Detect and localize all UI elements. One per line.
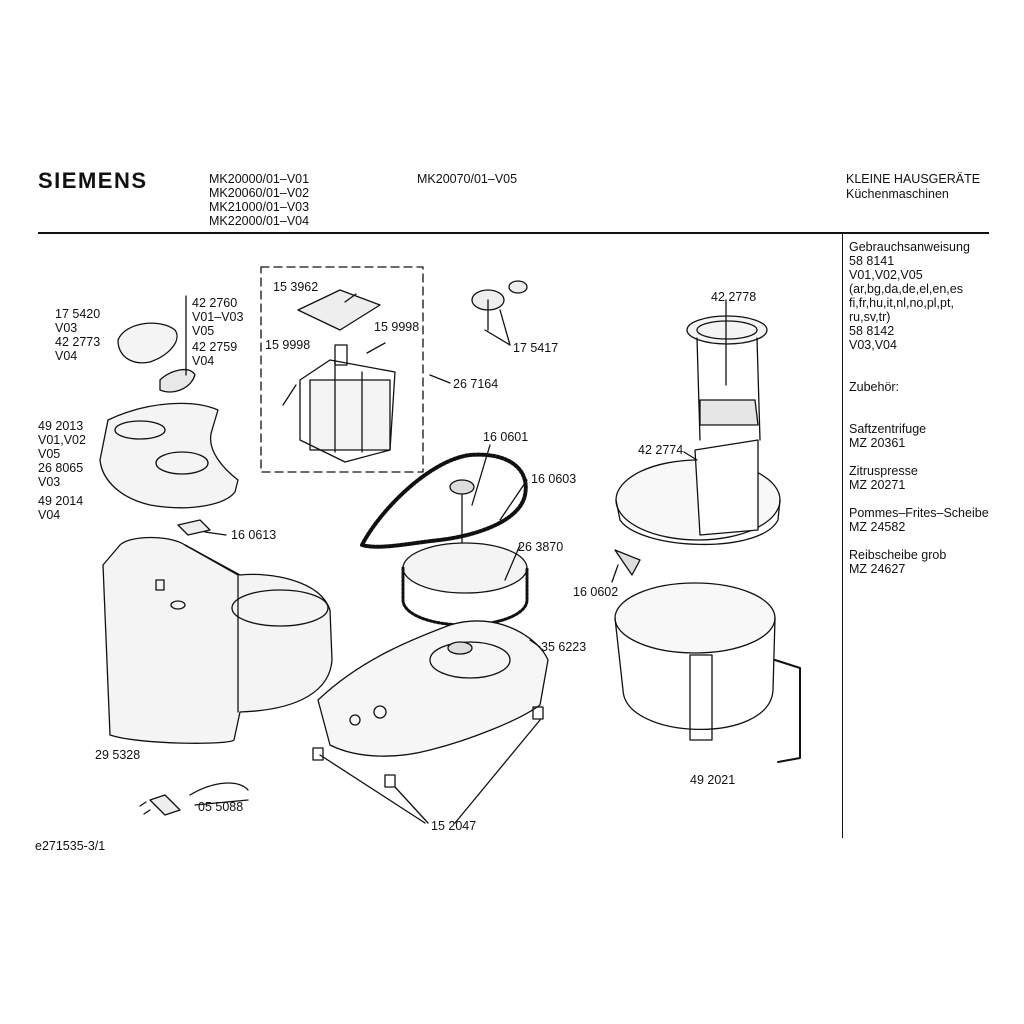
part-label: V05 [192, 324, 215, 338]
power-cord-part [139, 782, 249, 816]
part-label: V01,V02 [38, 433, 86, 447]
part-label: 49 2013 [38, 419, 84, 433]
part-label: 16 0601 [483, 430, 529, 444]
part-label: 35 6223 [541, 640, 587, 654]
manual-line: V01,V02,V05 [849, 268, 923, 282]
document-id: e271535-3/1 [35, 839, 106, 853]
sidebar-divider [842, 234, 843, 838]
accessory-code: MZ 20271 [849, 478, 906, 492]
part-label: 17 5417 [513, 341, 559, 355]
part-label: 16 0602 [573, 585, 619, 599]
part-label: 29 5328 [95, 748, 141, 762]
housing-part [102, 536, 333, 744]
manual-line: ru,sv,tr) [849, 310, 891, 324]
accessories-title: Zubehör: [849, 380, 900, 394]
accessory-name: Zitruspresse [849, 464, 918, 478]
foot-parts [312, 706, 544, 788]
accessory-code: MZ 24582 [849, 520, 906, 534]
part-label: 26 3870 [518, 540, 564, 554]
part-label: V03 [38, 475, 61, 489]
model-item: MK21000/01–V03 [209, 200, 310, 214]
base-part [317, 620, 549, 757]
part-label: 16 0613 [231, 528, 277, 542]
part-label: 49 2014 [38, 494, 84, 508]
category-title: KLEINE HAUSGERÄTE [846, 172, 981, 186]
model-list: MK20000/01–V01 MK20060/01–V02 MK21000/01… [209, 172, 309, 228]
manual-line: V03,V04 [849, 338, 897, 352]
part-label: 26 7164 [453, 377, 499, 391]
part-label: 15 9998 [374, 320, 420, 334]
part-label: 17 5420 [55, 307, 101, 321]
accessory-name: Saftzentrifuge [849, 422, 927, 436]
cap-part [117, 295, 196, 393]
manual-title: Gebrauchsanweisung [849, 240, 970, 254]
part-label: 15 3962 [273, 280, 319, 294]
switch-part [177, 519, 211, 536]
motor-group-box [260, 266, 424, 473]
sidebar-info: Gebrauchsanweisung 58 8141 V01,V02,V05 (… [849, 240, 989, 576]
gear-part [471, 280, 528, 331]
header-divider [38, 232, 989, 234]
part-label: 26 8065 [38, 461, 84, 475]
leader-lines [194, 293, 727, 824]
part-label: V04 [38, 508, 61, 522]
part-label: V03 [55, 321, 78, 335]
model-mid: MK20070/01–V05 [417, 172, 518, 186]
part-label: V01–V03 [192, 310, 244, 324]
pulley-part [401, 542, 529, 627]
part-label: 42 2773 [55, 335, 101, 349]
part-label: 15 2047 [431, 819, 477, 833]
part-label: 49 2021 [690, 773, 736, 787]
brand-logo: SIEMENS [38, 168, 148, 193]
pusher-part [686, 315, 768, 441]
part-label: 16 0603 [531, 472, 577, 486]
manual-line: (ar,bg,da,de,el,en,es [849, 282, 963, 296]
motor-part [282, 289, 396, 463]
accessory-name: Reibscheibe grob [849, 548, 947, 562]
part-label: 42 2760 [192, 296, 238, 310]
part-label: V05 [38, 447, 61, 461]
model-item: MK20060/01–V02 [209, 186, 310, 200]
bowl-part [614, 582, 801, 763]
part-label: 15 9998 [265, 338, 311, 352]
manual-line: 58 8141 [849, 254, 895, 268]
bowl-lid-part [615, 439, 781, 546]
accessory-code: MZ 20361 [849, 436, 906, 450]
model-item: MK22000/01–V04 [209, 214, 310, 228]
manual-line: 58 8142 [849, 324, 895, 338]
accessory-name: Pommes–Frites–Scheibe [849, 506, 989, 520]
part-label: V04 [55, 349, 78, 363]
belt-part [360, 452, 528, 549]
part-label: 42 2774 [638, 443, 684, 457]
model-item: MK20000/01–V01 [209, 172, 310, 186]
lid-part [99, 402, 239, 509]
part-label: 42 2759 [192, 340, 238, 354]
manual-line: fi,fr,hu,it,nl,no,pl,pt, [849, 296, 954, 310]
blade-part [614, 549, 641, 576]
part-label: V04 [192, 354, 215, 368]
subcategory-title: Küchenmaschinen [846, 187, 949, 201]
part-label: 42 2778 [711, 290, 757, 304]
accessory-code: MZ 24627 [849, 562, 906, 576]
part-label: 05 5088 [198, 800, 244, 814]
